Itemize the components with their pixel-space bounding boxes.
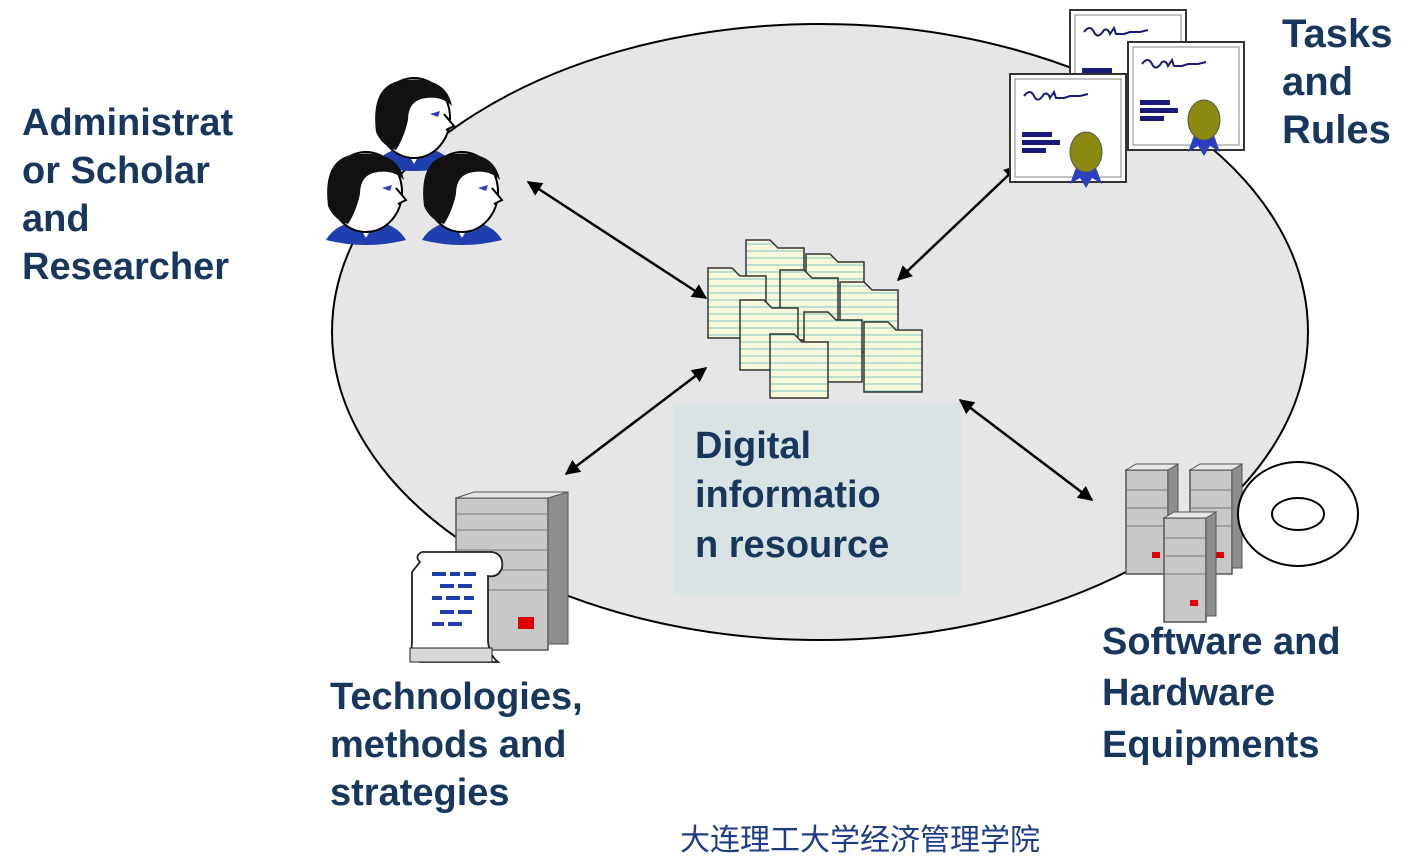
hardware-label: Software and Hardware Equipments (1102, 621, 1341, 766)
documents-icon (707, 239, 923, 399)
arrow-tasks-resource (896, 164, 1020, 282)
arrow-tech-resource (564, 367, 708, 475)
admin-researcher-label: Administrat or Scholar and Researcher (22, 102, 234, 288)
tasks-rules-label: Tasks and Rules (1282, 12, 1393, 152)
resource-label-box (673, 403, 962, 595)
technologies-label: Technologies, methods and strategies (330, 676, 583, 814)
arrow-hardware-resource (958, 399, 1094, 501)
arrow-admin-resource (526, 180, 708, 300)
disc-icon (1237, 461, 1359, 567)
footer-institution-text: 大连理工大学经济管理学院 (680, 823, 1040, 858)
digital-resource-label: Digital informatio n resource (695, 425, 890, 566)
connector-arrows (526, 164, 1094, 501)
scroll-icon (409, 551, 504, 663)
